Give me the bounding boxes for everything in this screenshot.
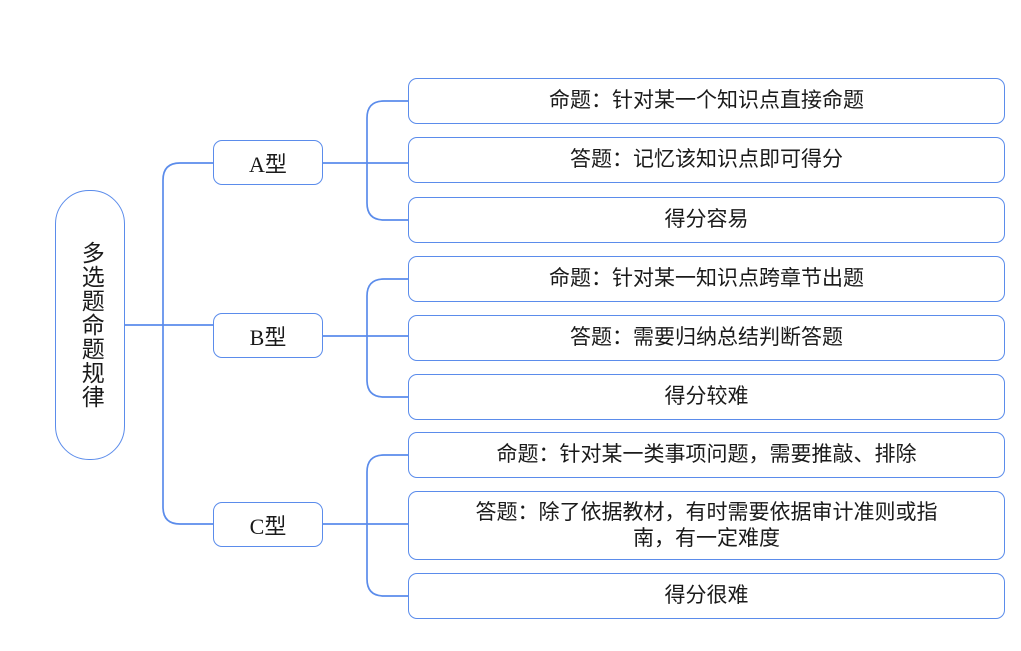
- leaf-node-b3-label: 得分较难: [664, 384, 749, 409]
- leaf-node-a2[interactable]: 答题：记忆该知识点即可得分: [408, 137, 1005, 183]
- edge-root-to-c: [162, 324, 214, 525]
- leaf-node-c2-line2: 南，有一定难度: [633, 525, 780, 550]
- leaf-node-a1[interactable]: 命题：针对某一个知识点直接命题: [408, 78, 1005, 124]
- branch-node-a[interactable]: A型: [213, 140, 323, 185]
- leaf-node-c2-line1: 答题：除了依据教材，有时需要依据审计准则或指: [475, 499, 938, 524]
- leaf-node-b3[interactable]: 得分较难: [408, 374, 1005, 420]
- branch-node-c-label: C型: [249, 513, 287, 539]
- leaf-node-b2-label: 答题：需要归纳总结判断答题: [570, 325, 843, 350]
- root-node[interactable]: 多选题命题规律: [55, 190, 125, 460]
- branch-node-b-label: B型: [249, 324, 287, 350]
- leaf-node-a1-label: 命题：针对某一个知识点直接命题: [549, 88, 864, 113]
- leaf-node-c1-label: 命题：针对某一类事项问题，需要推敲、排除: [496, 442, 917, 467]
- branch-node-b[interactable]: B型: [213, 313, 323, 358]
- leaf-node-c3[interactable]: 得分很难: [408, 573, 1005, 619]
- edge-root-to-a: [162, 162, 214, 326]
- branch-node-a-label: A型: [249, 151, 287, 177]
- leaf-node-a2-label: 答题：记忆该知识点即可得分: [570, 147, 843, 172]
- root-node-label: 多选题命题规律: [78, 241, 104, 409]
- leaf-node-a3[interactable]: 得分容易: [408, 197, 1005, 243]
- branch-node-c[interactable]: C型: [213, 502, 323, 547]
- edge-c-to-leaf1: [366, 454, 409, 525]
- leaf-node-b1[interactable]: 命题：针对某一知识点跨章节出题: [408, 256, 1005, 302]
- leaf-node-c3-label: 得分很难: [664, 583, 749, 608]
- leaf-node-b2[interactable]: 答题：需要归纳总结判断答题: [408, 315, 1005, 361]
- leaf-node-c1[interactable]: 命题：针对某一类事项问题，需要推敲、排除: [408, 432, 1005, 478]
- edge-a-to-leaf3: [366, 162, 409, 221]
- edge-b-to-leaf1: [366, 278, 409, 337]
- leaf-node-c2-label: 答题：除了依据教材，有时需要依据审计准则或指 南，有一定难度: [419, 500, 994, 551]
- leaf-node-a3-label: 得分容易: [664, 207, 749, 232]
- edge-c-to-leaf3: [366, 523, 409, 597]
- edge-b-to-leaf3: [366, 335, 409, 398]
- edge-a-to-leaf1: [366, 100, 409, 164]
- leaf-node-c2[interactable]: 答题：除了依据教材，有时需要依据审计准则或指 南，有一定难度: [408, 491, 1005, 560]
- leaf-node-b1-label: 命题：针对某一知识点跨章节出题: [549, 266, 864, 291]
